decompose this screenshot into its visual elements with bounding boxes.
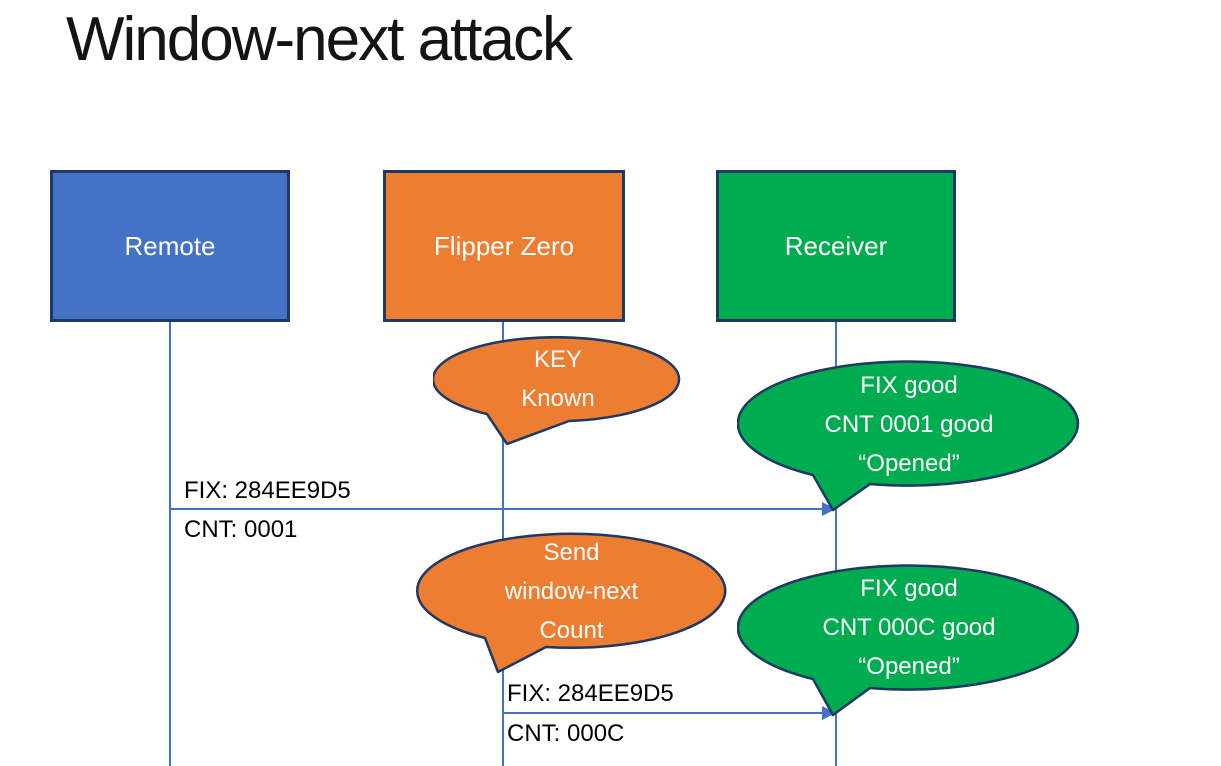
speech-bubble-shape (415, 532, 727, 674)
callout-line: “Opened” (858, 652, 960, 680)
lifeline-remote (169, 322, 171, 766)
slide-title: Window-next attack (66, 5, 573, 74)
actor-label-flipper-zero: Flipper Zero (433, 230, 575, 261)
callout-text: Send window-next Count (415, 531, 728, 651)
message-1-fix-label: FIX: 284EE9D5 (184, 477, 351, 504)
message-2-fix-label: FIX: 284EE9D5 (507, 680, 674, 707)
message-2-cnt-label: CNT: 000C (507, 720, 625, 747)
message-1-cnt-label: CNT: 0001 (184, 516, 298, 543)
callout-line: Count (539, 616, 604, 644)
callout-line: CNT 0001 good (824, 410, 994, 438)
callout-line: window-next (504, 577, 639, 605)
actor-label-receiver: Receiver (784, 230, 888, 261)
actor-label-remote: Remote (124, 230, 216, 261)
callout-receiver-accepts-first: FIX good CNT 0001 good “Opened” (737, 360, 1081, 512)
actor-box-remote: Remote (50, 170, 290, 322)
actor-box-receiver: Receiver (716, 170, 956, 322)
callout-send-window-next: Send window-next Count (415, 531, 728, 676)
speech-bubble-shape (433, 336, 681, 446)
callout-key-known: KEY Known (433, 336, 683, 456)
message-line-remote-to-receiver (170, 508, 823, 510)
callout-text: FIX good CNT 000C good “Opened” (737, 565, 1081, 689)
callout-line: Send (543, 538, 600, 566)
message-line-flipper-to-receiver (503, 712, 823, 714)
callout-text: FIX good CNT 0001 good “Opened” (737, 362, 1081, 486)
actor-box-flipper-zero: Flipper Zero (383, 170, 625, 322)
callout-text: KEY Known (433, 336, 683, 422)
callout-line: “Opened” (858, 449, 960, 477)
callout-line: KEY (533, 346, 583, 373)
speech-bubble-shape (737, 360, 1080, 512)
callout-line: CNT 000C good (822, 613, 996, 641)
lifeline-receiver (835, 322, 837, 766)
callout-line: Known (521, 385, 595, 412)
callout-line: FIX good (860, 371, 958, 399)
callout-line: FIX good (860, 574, 958, 602)
callout-receiver-accepts-second: FIX good CNT 000C good “Opened” (737, 563, 1081, 717)
speech-bubble-shape (737, 564, 1080, 717)
